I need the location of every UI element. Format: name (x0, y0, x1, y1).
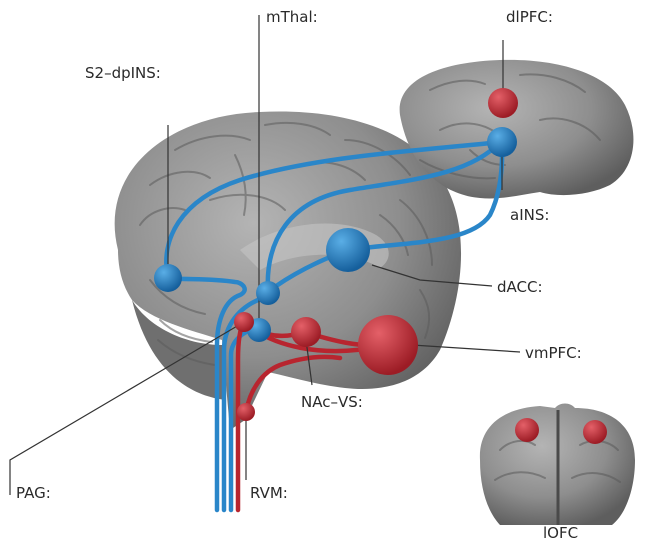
label-ains: aINS: (510, 206, 549, 224)
label-rvm: RVM: (250, 484, 288, 502)
label-pag: PAG: (16, 484, 51, 502)
dacc-node (326, 228, 370, 272)
lofc-right-node (583, 420, 607, 444)
lateral-brain-inset (400, 60, 634, 199)
label-s2-dpins: S2–dpINS: (85, 64, 161, 82)
nac-vs-node (291, 317, 321, 347)
lofc-left-node (515, 418, 539, 442)
label-vmpfc: vmPFC: (525, 344, 582, 362)
ains-node (487, 127, 517, 157)
label-dlpfc: dlPFC: (506, 8, 553, 26)
s2-dpins-node (154, 264, 182, 292)
mthal-node (256, 281, 280, 305)
label-dacc: dACC: (497, 278, 543, 296)
label-mthal: mThal: (266, 8, 318, 26)
rvm-node (237, 403, 255, 421)
ventral-brain-inset (480, 404, 635, 526)
dlpfc-node (488, 88, 518, 118)
label-nac-vs: NAc–VS: (301, 393, 363, 411)
label-lofc: lOFC (543, 524, 578, 542)
pag-red-node (234, 312, 254, 332)
vmpfc-node (358, 315, 418, 375)
